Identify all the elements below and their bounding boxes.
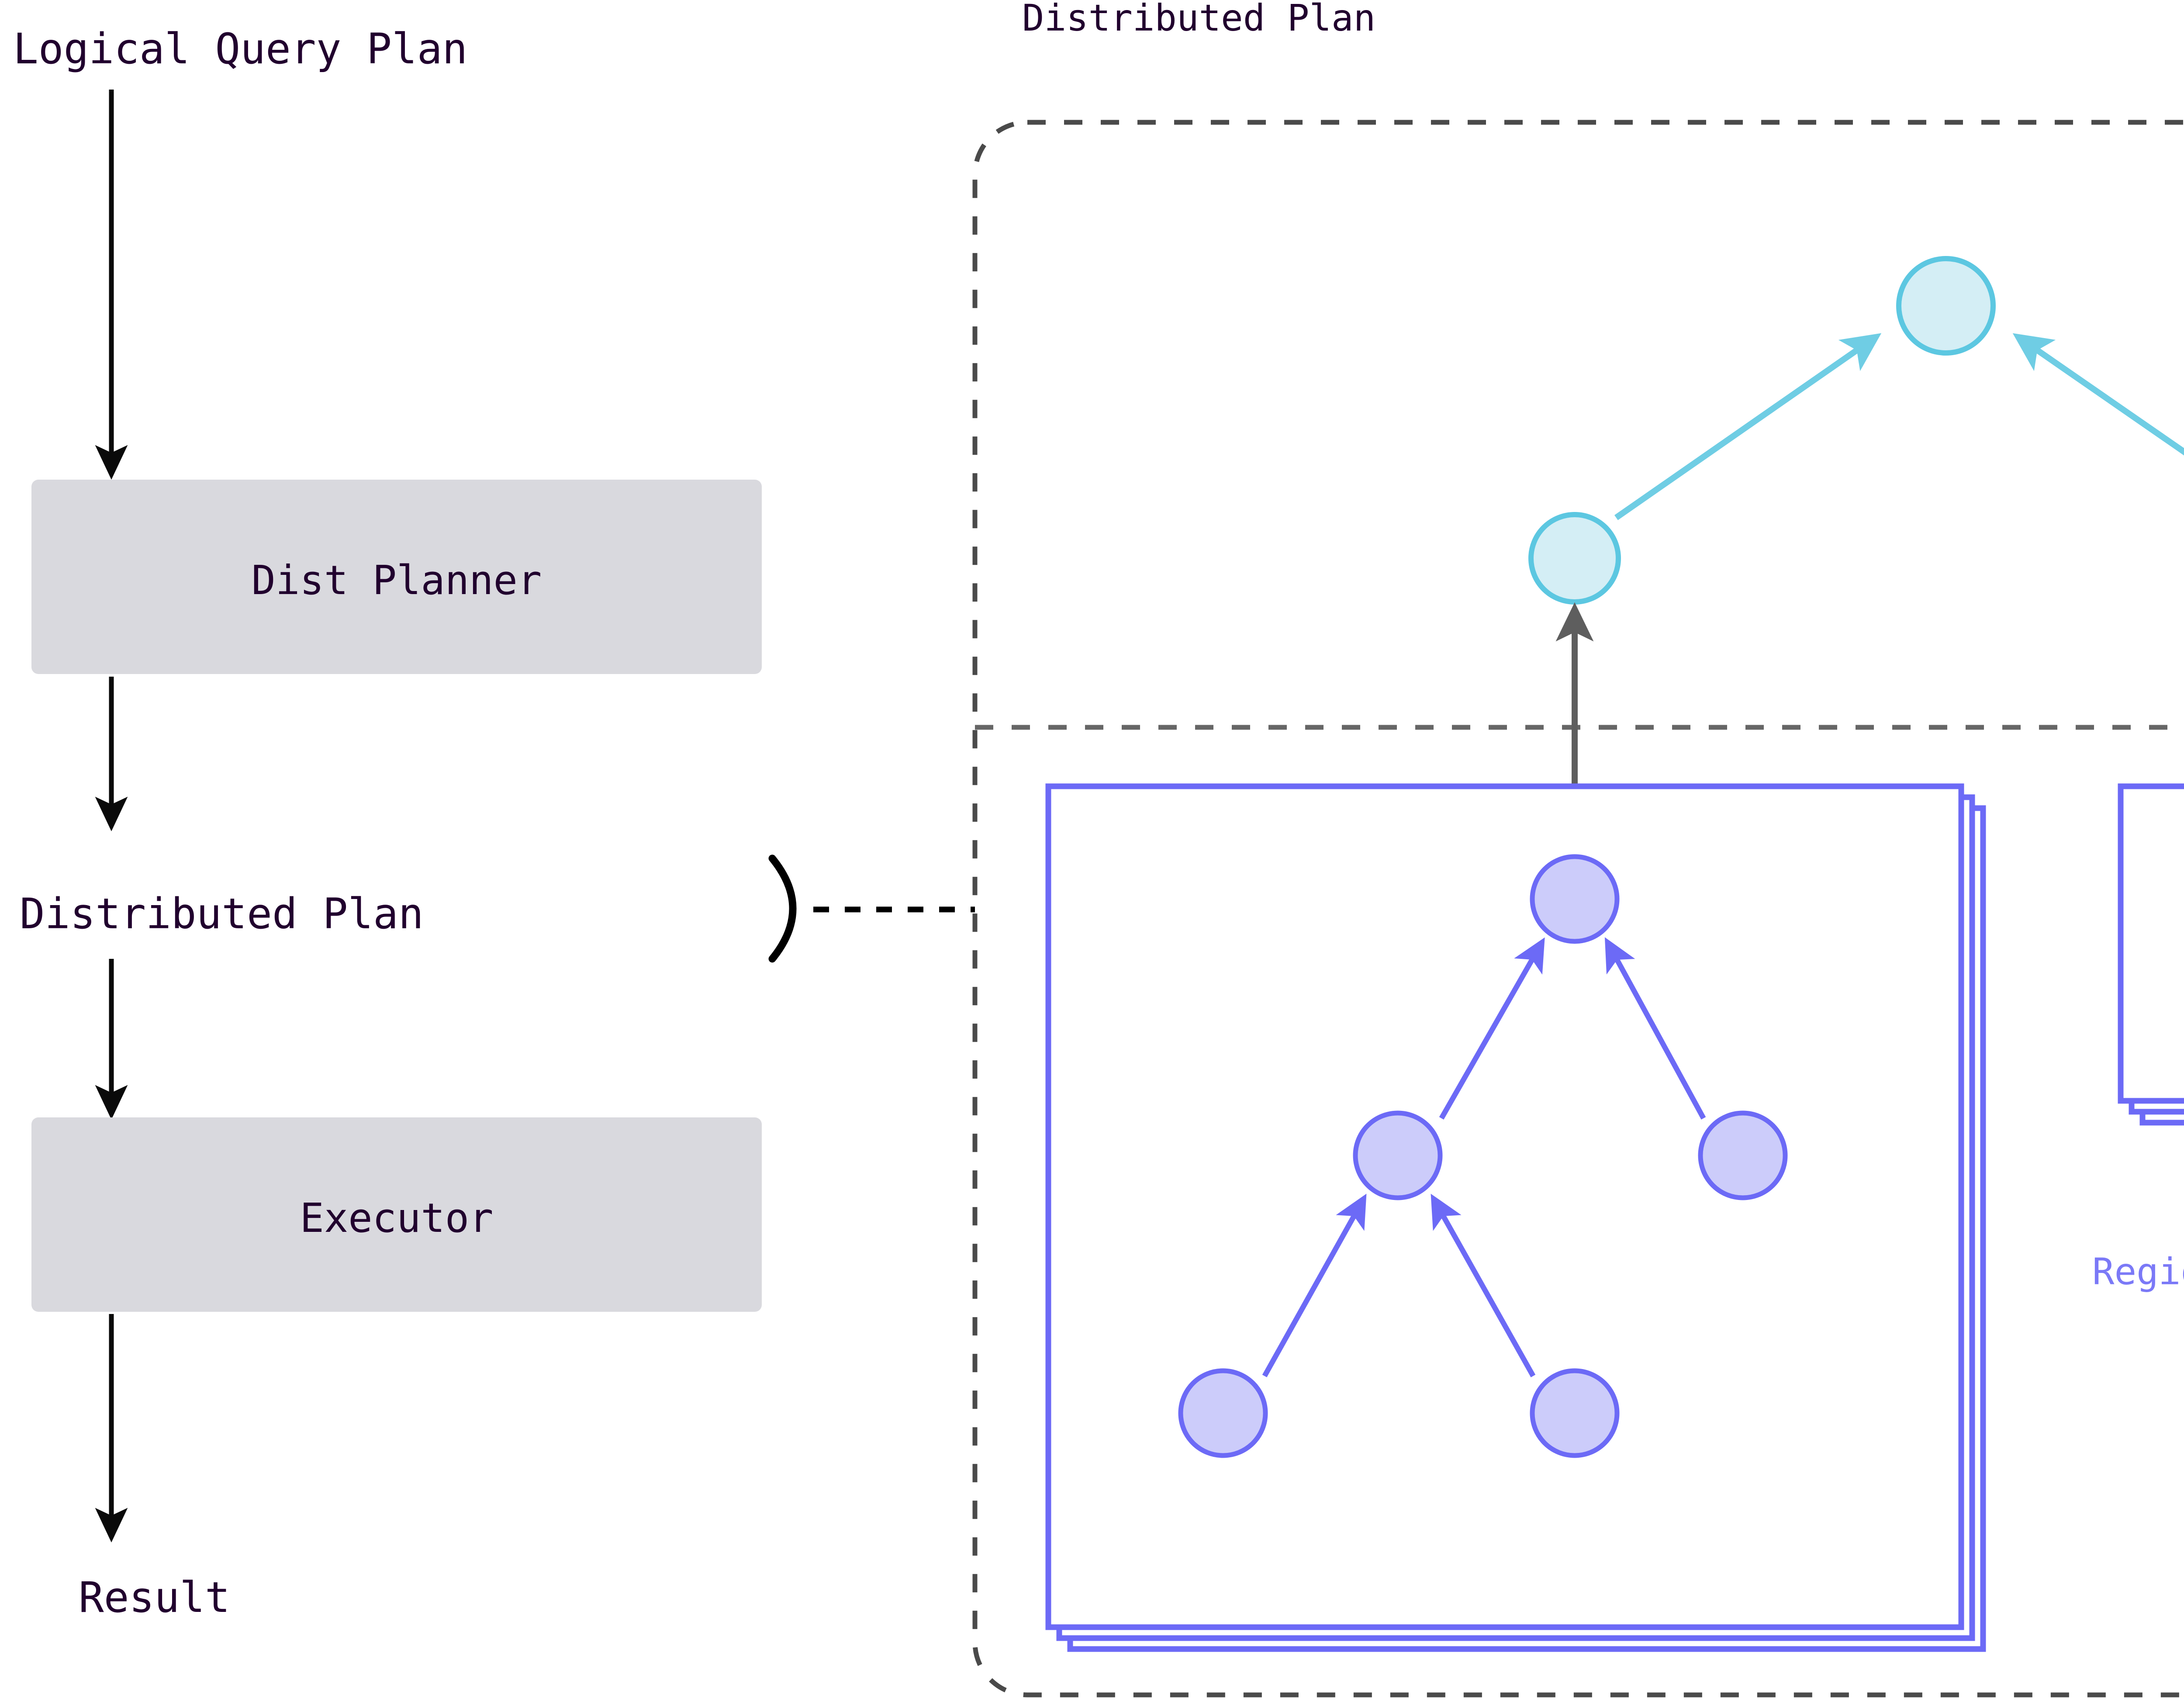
region-box-right-front[interactable]: [2118, 783, 2184, 1104]
distributed-plan-label: Distributed Plan: [20, 889, 424, 938]
distributed-plan-container-title: Distributed Plan: [1022, 0, 1375, 39]
edge-fe-left-to-root: [1614, 333, 1882, 520]
datanode-left-mid2-node[interactable]: [1698, 1110, 1788, 1200]
edge-fe-right-to-root: [2012, 333, 2184, 456]
datanode-left-mid-node[interactable]: [1353, 1110, 1443, 1200]
edge-dn-l-leaf1-to-mid: [1262, 1193, 1367, 1377]
edge-dn-l-mid-to-root: [1439, 937, 1545, 1120]
executor-box[interactable]: [31, 1117, 762, 1312]
brace-icon: [768, 854, 797, 963]
result-label: Result: [79, 1573, 230, 1622]
region-box-left-front[interactable]: [1045, 783, 1964, 1630]
edge-dn-l-mid2-to-root: [1604, 937, 1706, 1120]
datanode-left-root-node[interactable]: [1530, 854, 1620, 944]
executor-label: Executor: [300, 1195, 493, 1241]
dist-planner-box[interactable]: [31, 480, 762, 674]
dist-planner-label: Dist Planner: [252, 557, 542, 604]
frontend-root-node[interactable]: [1896, 256, 1996, 356]
logical-query-plan-label: Logical Query Plan: [13, 24, 467, 73]
edge-dn-l-leaf2-to-mid: [1431, 1193, 1536, 1377]
regions-label: Regions: [2092, 1250, 2184, 1293]
datanode-left-leaf1-node[interactable]: [1178, 1368, 1268, 1458]
frontend-left-node[interactable]: [1528, 512, 1621, 605]
distributed-plan-container: [972, 120, 2184, 1698]
datanode-left-leaf2-node[interactable]: [1530, 1368, 1620, 1458]
